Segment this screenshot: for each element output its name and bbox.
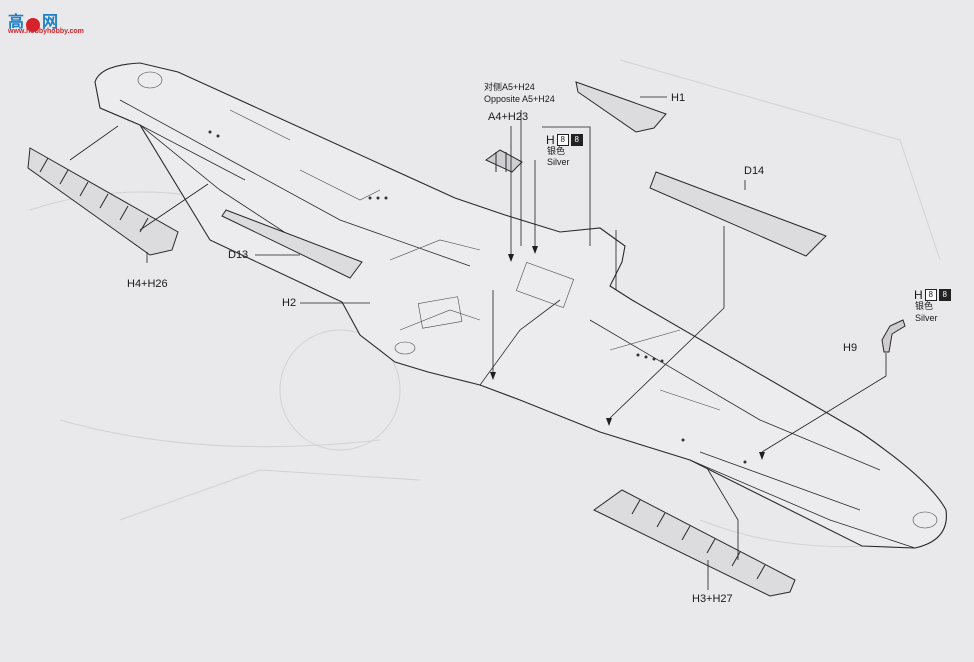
paint-code-box-dark: 8 [938,289,951,301]
paint-code-box-dark: 8 [570,134,583,146]
label-opposite-en: Opposite A5+H24 [484,94,555,104]
paint-top-cn: 银色 [547,146,566,156]
watermark-logo: 高 网 www.hobbyhobby.com [8,8,84,35]
leader-lines [69,96,887,590]
part-d14 [649,171,827,257]
part-a4-h23 [485,149,523,173]
label-h2: H2 [282,297,297,309]
label-h9: H9 [843,342,858,354]
paint-letter: H [914,288,923,302]
part-aileron-right [593,489,796,597]
paint-top-en: Silver [547,157,570,167]
paint-right-cn: 银色 [915,301,934,311]
label-d13: D13 [228,249,249,261]
label-h3-h27: H3+H27 [692,593,733,605]
label-d14: D14 [744,165,765,177]
part-h9 [881,319,906,353]
paint-callout-top: H 8 8 [546,133,583,147]
label-h1: H1 [671,92,686,104]
paint-code-box: 8 [924,289,937,301]
part-h1 [575,81,667,133]
wing-assembly [94,62,947,549]
label-opposite-cn: 对侧A5+H24 [484,82,535,92]
logo-url: www.hobbyhobby.com [8,28,84,35]
part-d13 [221,209,363,279]
part-aileron-left [27,147,179,256]
label-a4-h23: A4+H23 [488,111,529,123]
logo-char-1: 高 [8,14,25,31]
paint-callout-right: H 8 8 [914,288,951,302]
paint-code-box: 8 [556,134,569,146]
label-h4-h26: H4+H26 [127,278,168,290]
logo-char-2: 网 [42,14,59,31]
paint-letter: H [546,133,555,147]
logo-dot-icon [26,18,41,32]
paint-right-en: Silver [915,313,938,323]
